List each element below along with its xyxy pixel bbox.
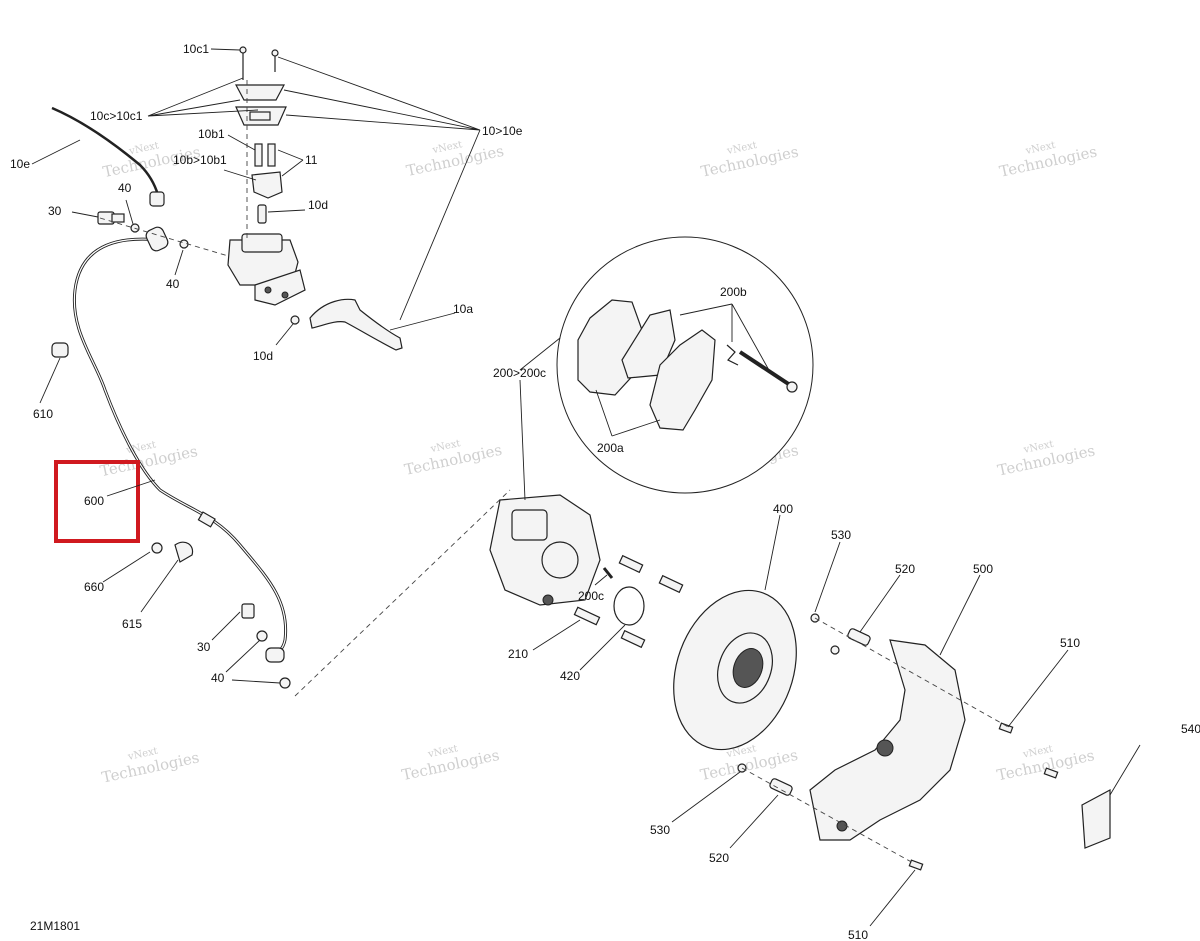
hose-clip-610 — [51, 342, 69, 358]
line-fitting — [149, 191, 165, 207]
pad-clip — [726, 344, 739, 366]
callout-10d-bottom: 10d — [253, 349, 273, 363]
pad-pin-head — [786, 381, 798, 393]
brake-lever-10a — [309, 298, 403, 351]
callout-10b-10b1: 10b>10b1 — [173, 153, 227, 167]
axis-line — [741, 767, 916, 865]
callout-210: 210 — [508, 647, 528, 661]
callout-10a: 10a — [453, 302, 473, 316]
axis-line — [814, 617, 1011, 729]
watermark: vNext Technologies — [995, 744, 1096, 785]
diaphragm-plate — [249, 111, 271, 121]
watermark: vNext Technologies — [100, 746, 201, 787]
leader-lines — [31, 48, 1141, 927]
brake-disc — [673, 589, 797, 751]
callout-40-mid: 40 — [166, 277, 180, 291]
banjo-bolt-30-top — [97, 211, 125, 225]
callout-530-bottom: 530 — [650, 823, 670, 837]
brake-hose-inner — [73, 238, 287, 656]
brake-line-10e — [51, 106, 160, 196]
cap-screws-10c1 — [239, 46, 279, 80]
callout-530-top: 530 — [831, 528, 851, 542]
clamp-10b — [251, 171, 283, 199]
highlight-box-600 — [54, 460, 140, 543]
diagram-code: 21M1801 — [30, 919, 80, 933]
watermark: vNext Technologies — [403, 438, 504, 479]
nut-660 — [151, 542, 163, 554]
washer-40-bottom-b — [279, 677, 291, 689]
callout-420: 420 — [560, 669, 580, 683]
callout-40-top: 40 — [118, 181, 132, 195]
callout-610: 610 — [33, 407, 53, 421]
banjo-fitting-bottom — [265, 647, 285, 663]
callout-30-bottom: 30 — [197, 640, 211, 654]
axis-line — [294, 489, 511, 697]
callout-10e: 10e — [10, 157, 30, 171]
watermark: vNext Technologies — [998, 140, 1099, 181]
callout-200c: 200c — [578, 589, 604, 603]
clamp-615 — [174, 541, 194, 563]
watermark: vNext Technologies — [699, 140, 800, 181]
callout-11: 11 — [305, 153, 318, 167]
spacers-520 — [769, 628, 871, 796]
disc-guard — [809, 639, 966, 841]
callout-540: 540 — [1181, 722, 1200, 736]
callout-510-right: 510 — [1060, 636, 1080, 650]
pin-10d-top — [257, 204, 267, 224]
callout-510-bottom: 510 — [848, 928, 868, 941]
brake-pad-right — [649, 329, 716, 431]
banjo-bolt-30-bottom — [241, 603, 255, 619]
callout-200-200c: 200>200c — [493, 366, 546, 380]
decal-540 — [1081, 788, 1111, 849]
callout-10-10e: 10>10e — [482, 124, 523, 138]
callout-labels: 10c1 10c>10c1 10>10e 10e 10b1 10b>10b1 1… — [10, 42, 1200, 941]
pad-spring — [621, 309, 676, 379]
bleeder-200c — [602, 567, 614, 579]
caliper-bolts — [573, 554, 684, 649]
callout-10d-top: 10d — [308, 198, 328, 212]
bolts-10b1 — [254, 143, 276, 167]
banjo-fitting-top — [145, 226, 169, 252]
axis-line — [99, 217, 236, 259]
callout-200b: 200b — [720, 285, 747, 299]
callout-200a: 200a — [597, 441, 624, 455]
reservoir-cap — [235, 84, 285, 101]
callout-400: 400 — [773, 502, 793, 516]
callout-10b1: 10b1 — [198, 127, 225, 141]
callout-10c1: 10c1 — [183, 42, 209, 56]
callout-520-bottom: 520 — [709, 851, 729, 865]
pad-pin-200b — [738, 350, 792, 387]
callout-520-top: 520 — [895, 562, 915, 576]
nut-10d-bottom — [290, 315, 300, 325]
watermark: vNext Technologies — [405, 139, 506, 180]
hose-sleeve — [197, 511, 216, 528]
screws-530 — [737, 613, 840, 773]
brake-caliper — [489, 494, 601, 606]
callout-40-bottom: 40 — [211, 671, 225, 685]
callout-615: 615 — [122, 617, 142, 631]
o-ring-420 — [613, 586, 645, 626]
washer-40-bottom-a — [256, 630, 268, 642]
callout-600: 600 — [84, 494, 104, 508]
master-cylinder — [227, 233, 306, 306]
screws-510 — [908, 722, 1059, 871]
callout-30-top: 30 — [48, 204, 62, 218]
callout-500: 500 — [973, 562, 993, 576]
callout-660: 660 — [84, 580, 104, 594]
watermark: vNext Technologies — [400, 743, 501, 784]
callout-10c-10c1: 10c>10c1 — [90, 109, 143, 123]
watermark: vNext Technologies — [996, 439, 1097, 480]
